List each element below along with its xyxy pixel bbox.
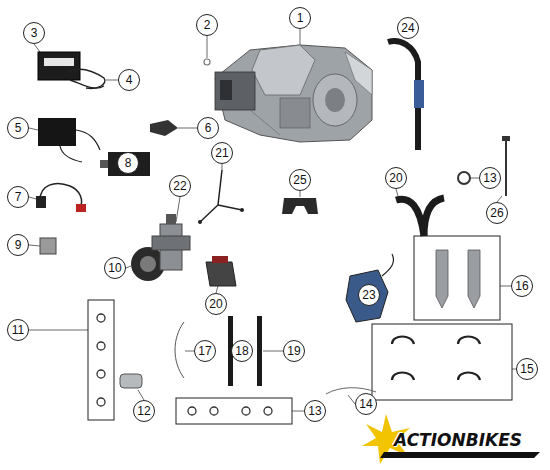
callout-circle: 24 [397, 17, 419, 39]
callout-number: 22 [173, 180, 186, 192]
callout-circle: 23 [358, 284, 380, 306]
callout-circle: 5 [7, 117, 29, 139]
callout-number: 12 [137, 405, 150, 417]
callout-circle: 12 [133, 400, 155, 422]
callout-circle: 9 [7, 234, 29, 256]
callout-circle: 11 [7, 319, 29, 341]
callout-number: 2 [204, 19, 211, 31]
callout-circle: 2 [196, 14, 218, 36]
callout-number: 4 [126, 74, 133, 86]
callout-number: 19 [287, 345, 300, 357]
callout-circle: 7 [7, 186, 29, 208]
callout-circle: 26 [486, 202, 508, 224]
callout-number: 11 [12, 324, 24, 336]
callout-number: 18 [235, 345, 248, 357]
callout-circle: 13 [304, 400, 326, 422]
callout-circle: 25 [289, 169, 311, 191]
callout-circle: 17 [194, 340, 216, 362]
callout-number: 7 [15, 191, 22, 203]
callout-number: 14 [359, 398, 372, 410]
callout-number: 25 [293, 174, 306, 186]
callout-circle: 10 [104, 257, 126, 279]
callout-number: 13 [483, 172, 496, 184]
callout-number: 13 [308, 405, 321, 417]
callout-number: 17 [198, 345, 211, 357]
callout-circle: 16 [511, 275, 533, 297]
callout-circle: 15 [516, 358, 538, 380]
callout-circle: 19 [283, 340, 305, 362]
callout-number: 8 [125, 157, 132, 169]
callout-number: 15 [520, 363, 533, 375]
callout-circle: 8 [117, 152, 139, 174]
callout-number: 10 [108, 262, 121, 274]
callout-number: 21 [215, 147, 228, 159]
callout-circle: 3 [23, 22, 45, 44]
callout-circle: 20 [205, 293, 227, 315]
callout-circle: 14 [355, 393, 377, 415]
callout-number: 16 [515, 280, 528, 292]
callout-number: 20 [209, 298, 222, 310]
callout-number: 23 [362, 289, 375, 301]
callout-circle: 22 [169, 175, 191, 197]
callout-circle: 1 [289, 7, 311, 29]
brand-logo: ACTIONBIKES [394, 430, 522, 450]
callout-circle: 6 [197, 117, 219, 139]
callout-circle: 20 [385, 167, 407, 189]
callout-number: 5 [15, 122, 22, 134]
callout-circle: 4 [118, 69, 140, 91]
callout-circle: 18 [231, 340, 253, 362]
callout-number: 20 [389, 172, 402, 184]
callout-number: 1 [297, 12, 304, 24]
callout-number: 26 [490, 207, 503, 219]
callout-number: 9 [15, 239, 22, 251]
callout-circle: 21 [211, 142, 233, 164]
callout-number: 3 [31, 27, 38, 39]
callout-number: 24 [401, 22, 414, 34]
callout-number: 6 [205, 122, 212, 134]
callout-circle: 13 [479, 167, 501, 189]
